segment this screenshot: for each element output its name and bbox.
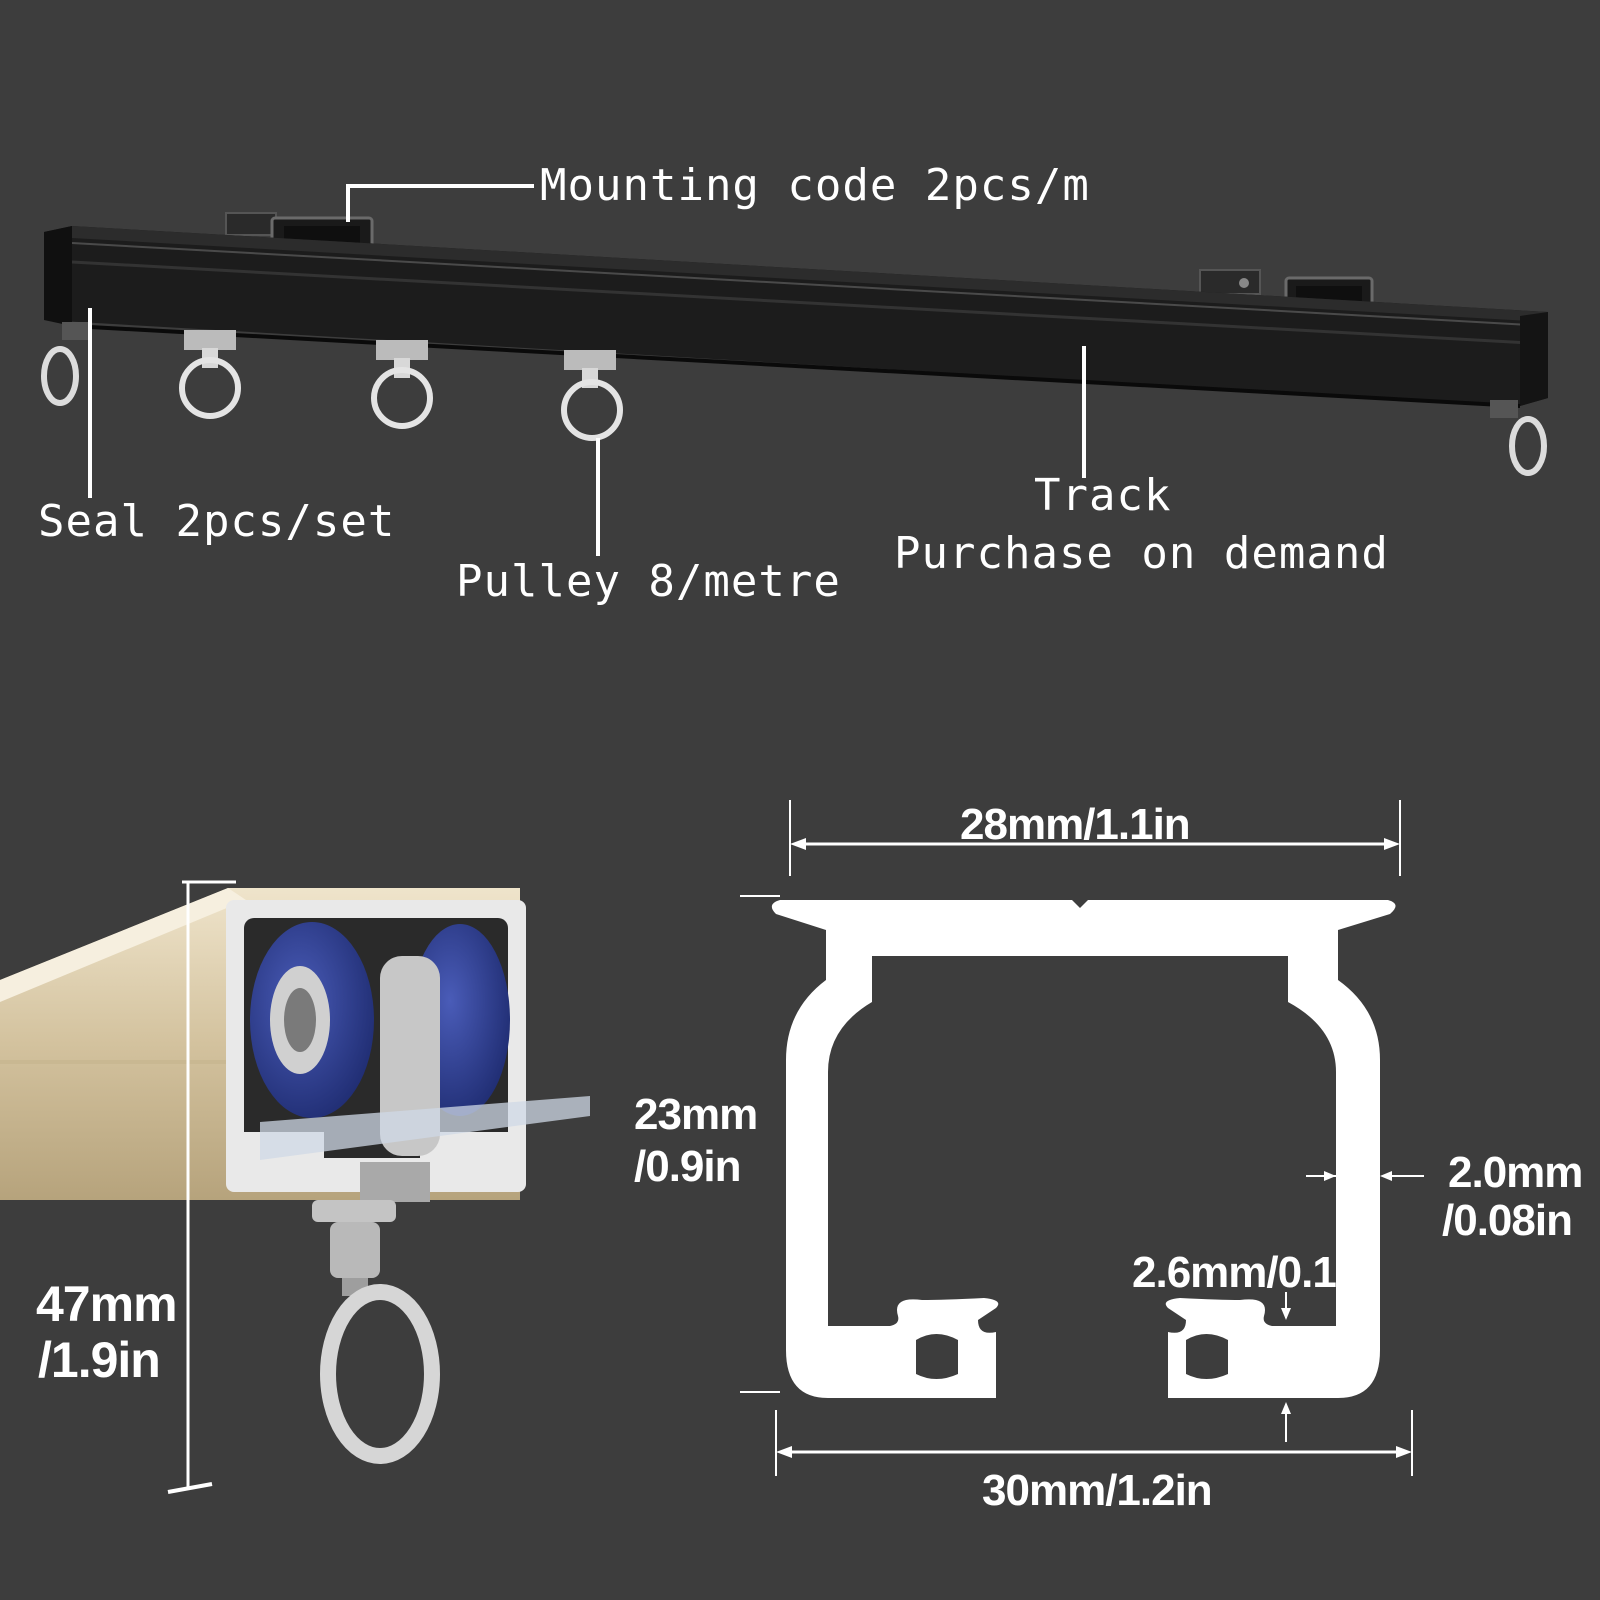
height-0-9in-label: /0.9in	[634, 1142, 741, 1191]
height-1-9in-label: /1.9in	[38, 1332, 161, 1388]
height-23mm-label: 23mm	[634, 1090, 758, 1139]
track-illustration	[41, 184, 1549, 556]
cutaway-guide-plate	[260, 1096, 590, 1160]
track-rail	[44, 226, 1549, 408]
height-47mm-label: 47mm	[36, 1276, 178, 1332]
cutaway-height-dimension	[167, 880, 236, 1494]
slot-gap-label: 2.6mm/0.1in	[1132, 1248, 1374, 1297]
pulley-2	[371, 340, 433, 429]
cutaway-hook	[312, 1162, 440, 1464]
pulley-1	[179, 330, 241, 419]
dim-height	[740, 895, 780, 1393]
wall-2-0mm-label: 2.0mm	[1448, 1148, 1583, 1197]
cutaway-wheel-left	[250, 922, 374, 1118]
wall-0-08in-label: /0.08in	[1442, 1196, 1573, 1245]
pulley-3	[561, 350, 623, 441]
top-width-label: 28mm/1.1in	[960, 800, 1191, 849]
cutaway-axle	[380, 956, 440, 1156]
track-purchase-label: Purchase on demand	[894, 528, 1389, 579]
end-seal-right	[1490, 400, 1547, 476]
end-seal-left	[41, 322, 90, 406]
dim-bottom-width	[775, 1410, 1413, 1476]
dim-slot-gap	[1281, 1292, 1291, 1442]
rail-profile-shape	[771, 900, 1396, 1398]
leader-mounting-code	[346, 184, 534, 222]
track-label: Track	[1034, 470, 1172, 521]
track-cutaway-illustration	[0, 880, 590, 1494]
pulley-label: Pulley 8/metre	[456, 556, 841, 607]
dim-top-width	[789, 800, 1401, 876]
seal-label: Seal 2pcs/set	[38, 496, 396, 547]
bottom-width-label: 30mm/1.2in	[982, 1466, 1213, 1515]
profile-diagram	[740, 800, 1424, 1476]
mounting-code-label: Mounting code 2pcs/m	[540, 160, 1090, 211]
dim-wall-thickness	[1306, 1171, 1424, 1181]
